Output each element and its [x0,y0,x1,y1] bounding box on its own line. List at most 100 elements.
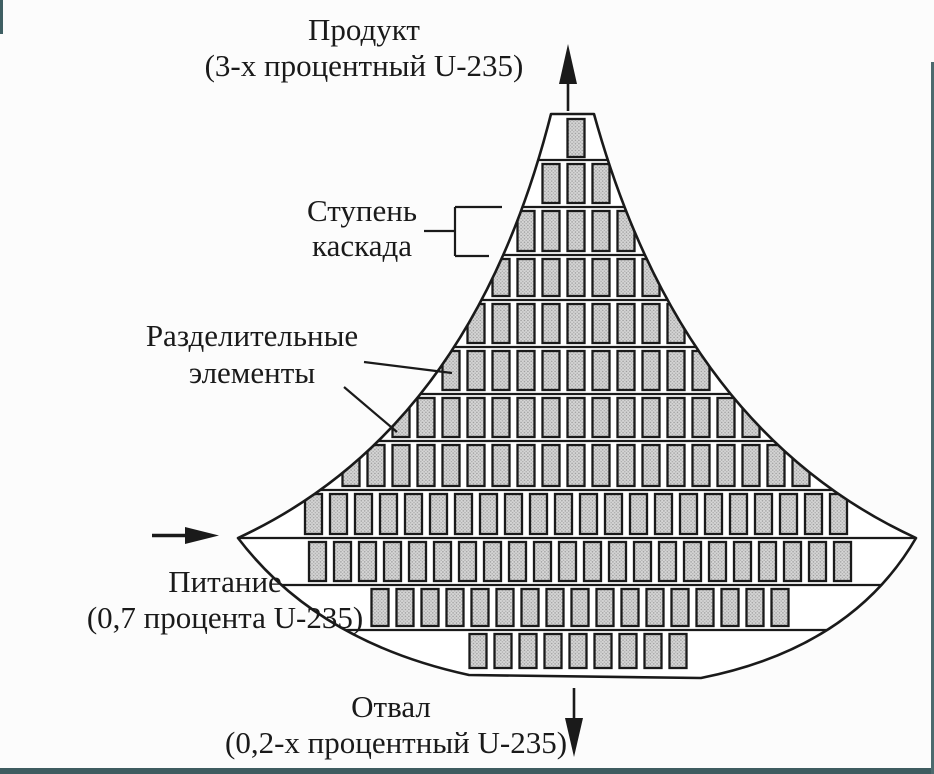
separation-element [478,492,499,536]
separation-element [407,540,428,583]
separation-element [753,492,774,536]
separation-element [516,257,536,298]
separation-element [516,396,536,439]
separation-element [603,492,624,536]
cascade-stage-row [566,117,586,159]
separation-element [370,587,390,628]
separation-element [428,492,449,536]
separation-element [366,443,386,488]
separation-element [566,443,586,488]
separation-element [491,443,511,488]
separation-element [516,302,536,345]
separation-elements-label: Разделительные элементы [118,317,386,391]
separation-element [607,540,628,583]
tails-label-line2: (0,2-х процентный U-235) [225,725,568,760]
separation-element [641,349,661,392]
separation-element [620,587,640,628]
tails-label-line1: Отвал [351,689,431,724]
separation-element [591,349,611,392]
separation-element [541,302,561,345]
separation-element [541,162,561,205]
separation-element [641,443,661,488]
separation-element [578,492,599,536]
separation-element [382,540,403,583]
separation-element [695,587,715,628]
product-label: Продукт (3-х процентный U-235) [168,12,560,84]
separation-element [491,257,511,298]
separation-element [470,587,490,628]
separation-element [543,632,563,670]
separation-element [416,443,436,488]
separation-element [491,302,511,345]
separation-element [582,540,603,583]
separation-element [495,587,515,628]
cascade-stage-row [441,349,711,392]
separation-element [616,209,636,253]
separation-element [541,443,561,488]
separation-element [720,587,740,628]
separation-element [491,396,511,439]
separation-element [516,443,536,488]
separation-element [716,396,736,439]
stage-bracket [424,205,502,258]
separation-element [691,349,711,392]
product-label-line2: (3-х процентный U-235) [204,48,524,83]
scan-edge-right [931,62,934,774]
separation-element [541,257,561,298]
cascade-stage-row [466,302,686,345]
cascade-stage-row [307,540,853,583]
cascade-stage-row [491,257,661,298]
separation-element [628,492,649,536]
separation-element [528,492,549,536]
cascade-stage-row [541,162,611,205]
separation-element [553,492,574,536]
cascade-stage-row [391,396,761,439]
separation-element [391,443,411,488]
cascade-stage-row [516,209,636,253]
separation-element [532,540,553,583]
separation-element [541,396,561,439]
separation-element [403,492,424,536]
separation-element [616,443,636,488]
separation-element [570,587,590,628]
separation-element [416,396,436,439]
tails-arrow-icon [565,718,583,757]
separation-element [670,587,690,628]
separation-element [616,349,636,392]
separation-element [566,302,586,345]
separation-element [507,540,528,583]
separation-element [716,443,736,488]
separation-element [357,540,378,583]
separation-element [770,587,790,628]
separation-element [516,349,536,392]
separation-element [482,540,503,583]
separation-element [707,540,728,583]
separation-element [545,587,565,628]
separation-element [616,257,636,298]
separation-element [378,492,399,536]
feed-label: Питание (0,7 процента U-235) [58,564,392,636]
separation-element [557,540,578,583]
separation-element [691,396,711,439]
separation-element [566,117,586,159]
separation-element [453,492,474,536]
separation-element [666,349,686,392]
separation-element [516,209,536,253]
separation-element [641,396,661,439]
separation-element [332,540,353,583]
separation-element [457,540,478,583]
separation-element [566,349,586,392]
separation-element [441,396,461,439]
separation-element [745,587,765,628]
feed-label-line1: Питание [168,564,282,599]
separation-element [518,632,538,670]
separation-element [566,257,586,298]
feed-label-line2: (0,7 процента U-235) [86,600,364,635]
separation-element [441,349,461,392]
separation-element [645,587,665,628]
cascade-stage-label: Ступень каскада [283,193,441,263]
separation-element [678,492,699,536]
separation-element [466,443,486,488]
separation-element [328,492,349,536]
separation-element [593,632,613,670]
